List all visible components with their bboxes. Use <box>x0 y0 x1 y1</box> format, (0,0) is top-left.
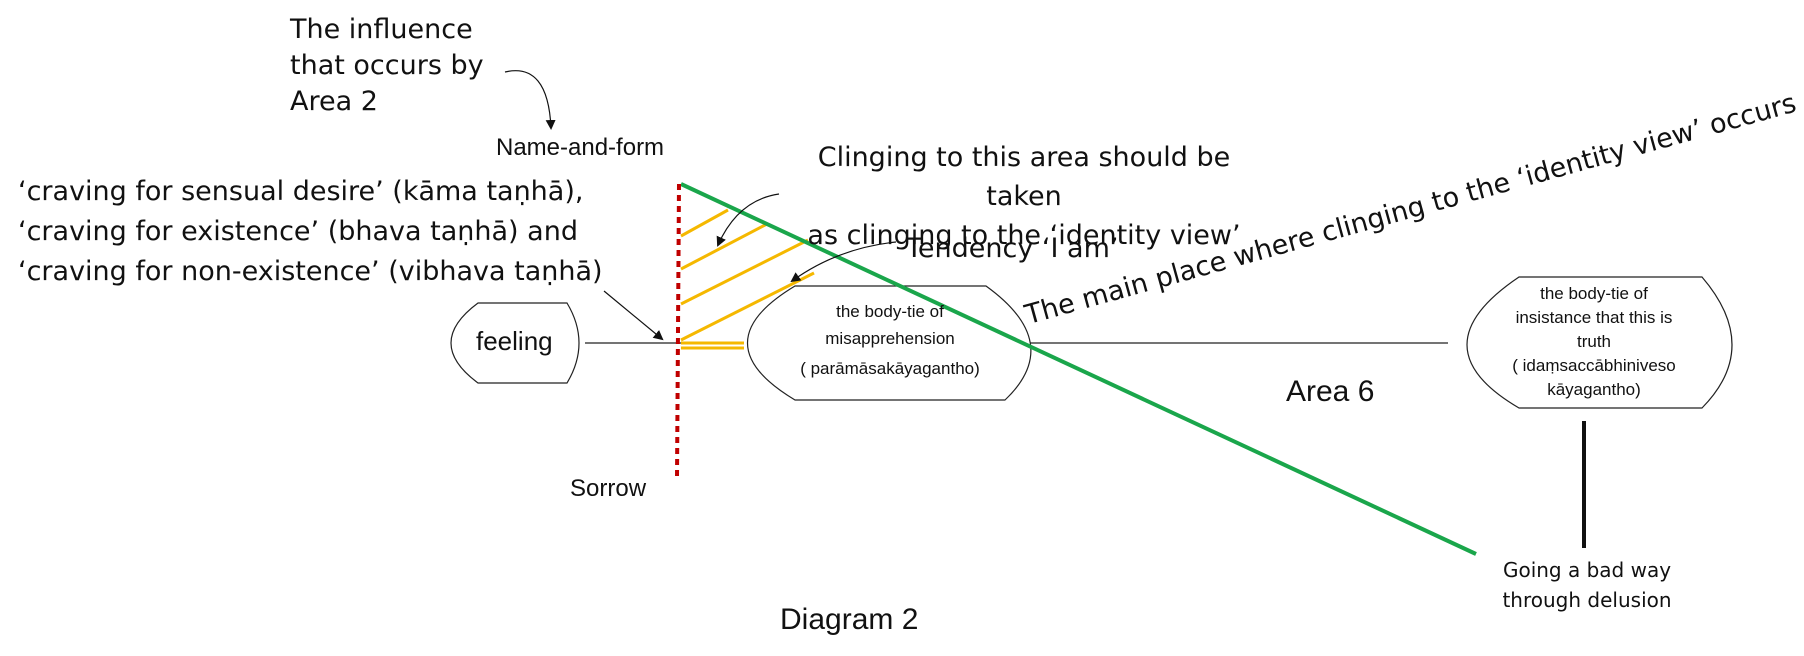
misapprehension-line1: the body-tie of <box>836 302 944 321</box>
identity-view-line <box>680 182 1477 556</box>
insistence-label: the body-tie of insistance that this is … <box>1512 284 1676 399</box>
identity-view-hatch <box>680 208 815 350</box>
tendency-label: Tendency ‘I am’ <box>906 233 1119 264</box>
clinging-arrow <box>716 193 780 247</box>
sorrow-label: Sorrow <box>570 475 647 502</box>
diagram-caption: Diagram 2 <box>780 603 919 636</box>
misapprehension-line2: misapprehension <box>825 329 955 348</box>
feeling-label: feeling <box>476 326 553 356</box>
insistence-node <box>1466 276 1733 409</box>
influence-note: The influence that occurs by Area 2 <box>290 14 484 117</box>
feeling-node <box>450 302 580 384</box>
misapprehension-pali: ( parāmāsakāyagantho) <box>800 359 980 378</box>
influence-arrow <box>504 70 556 130</box>
tendency-arrow <box>790 241 897 283</box>
cravings-label: ‘craving for sensual desire’ (kāma taṇhā… <box>18 176 603 287</box>
bad-way-label: Going a bad way through delusion <box>1502 558 1672 612</box>
area-label: Area 6 <box>1286 375 1375 408</box>
clinging-area-label: Clinging to this area should be taken as… <box>807 142 1241 251</box>
craving-arrow <box>603 290 664 341</box>
sorrow-divider <box>675 183 681 479</box>
name-and-form-label: Name-and-form <box>496 134 665 161</box>
